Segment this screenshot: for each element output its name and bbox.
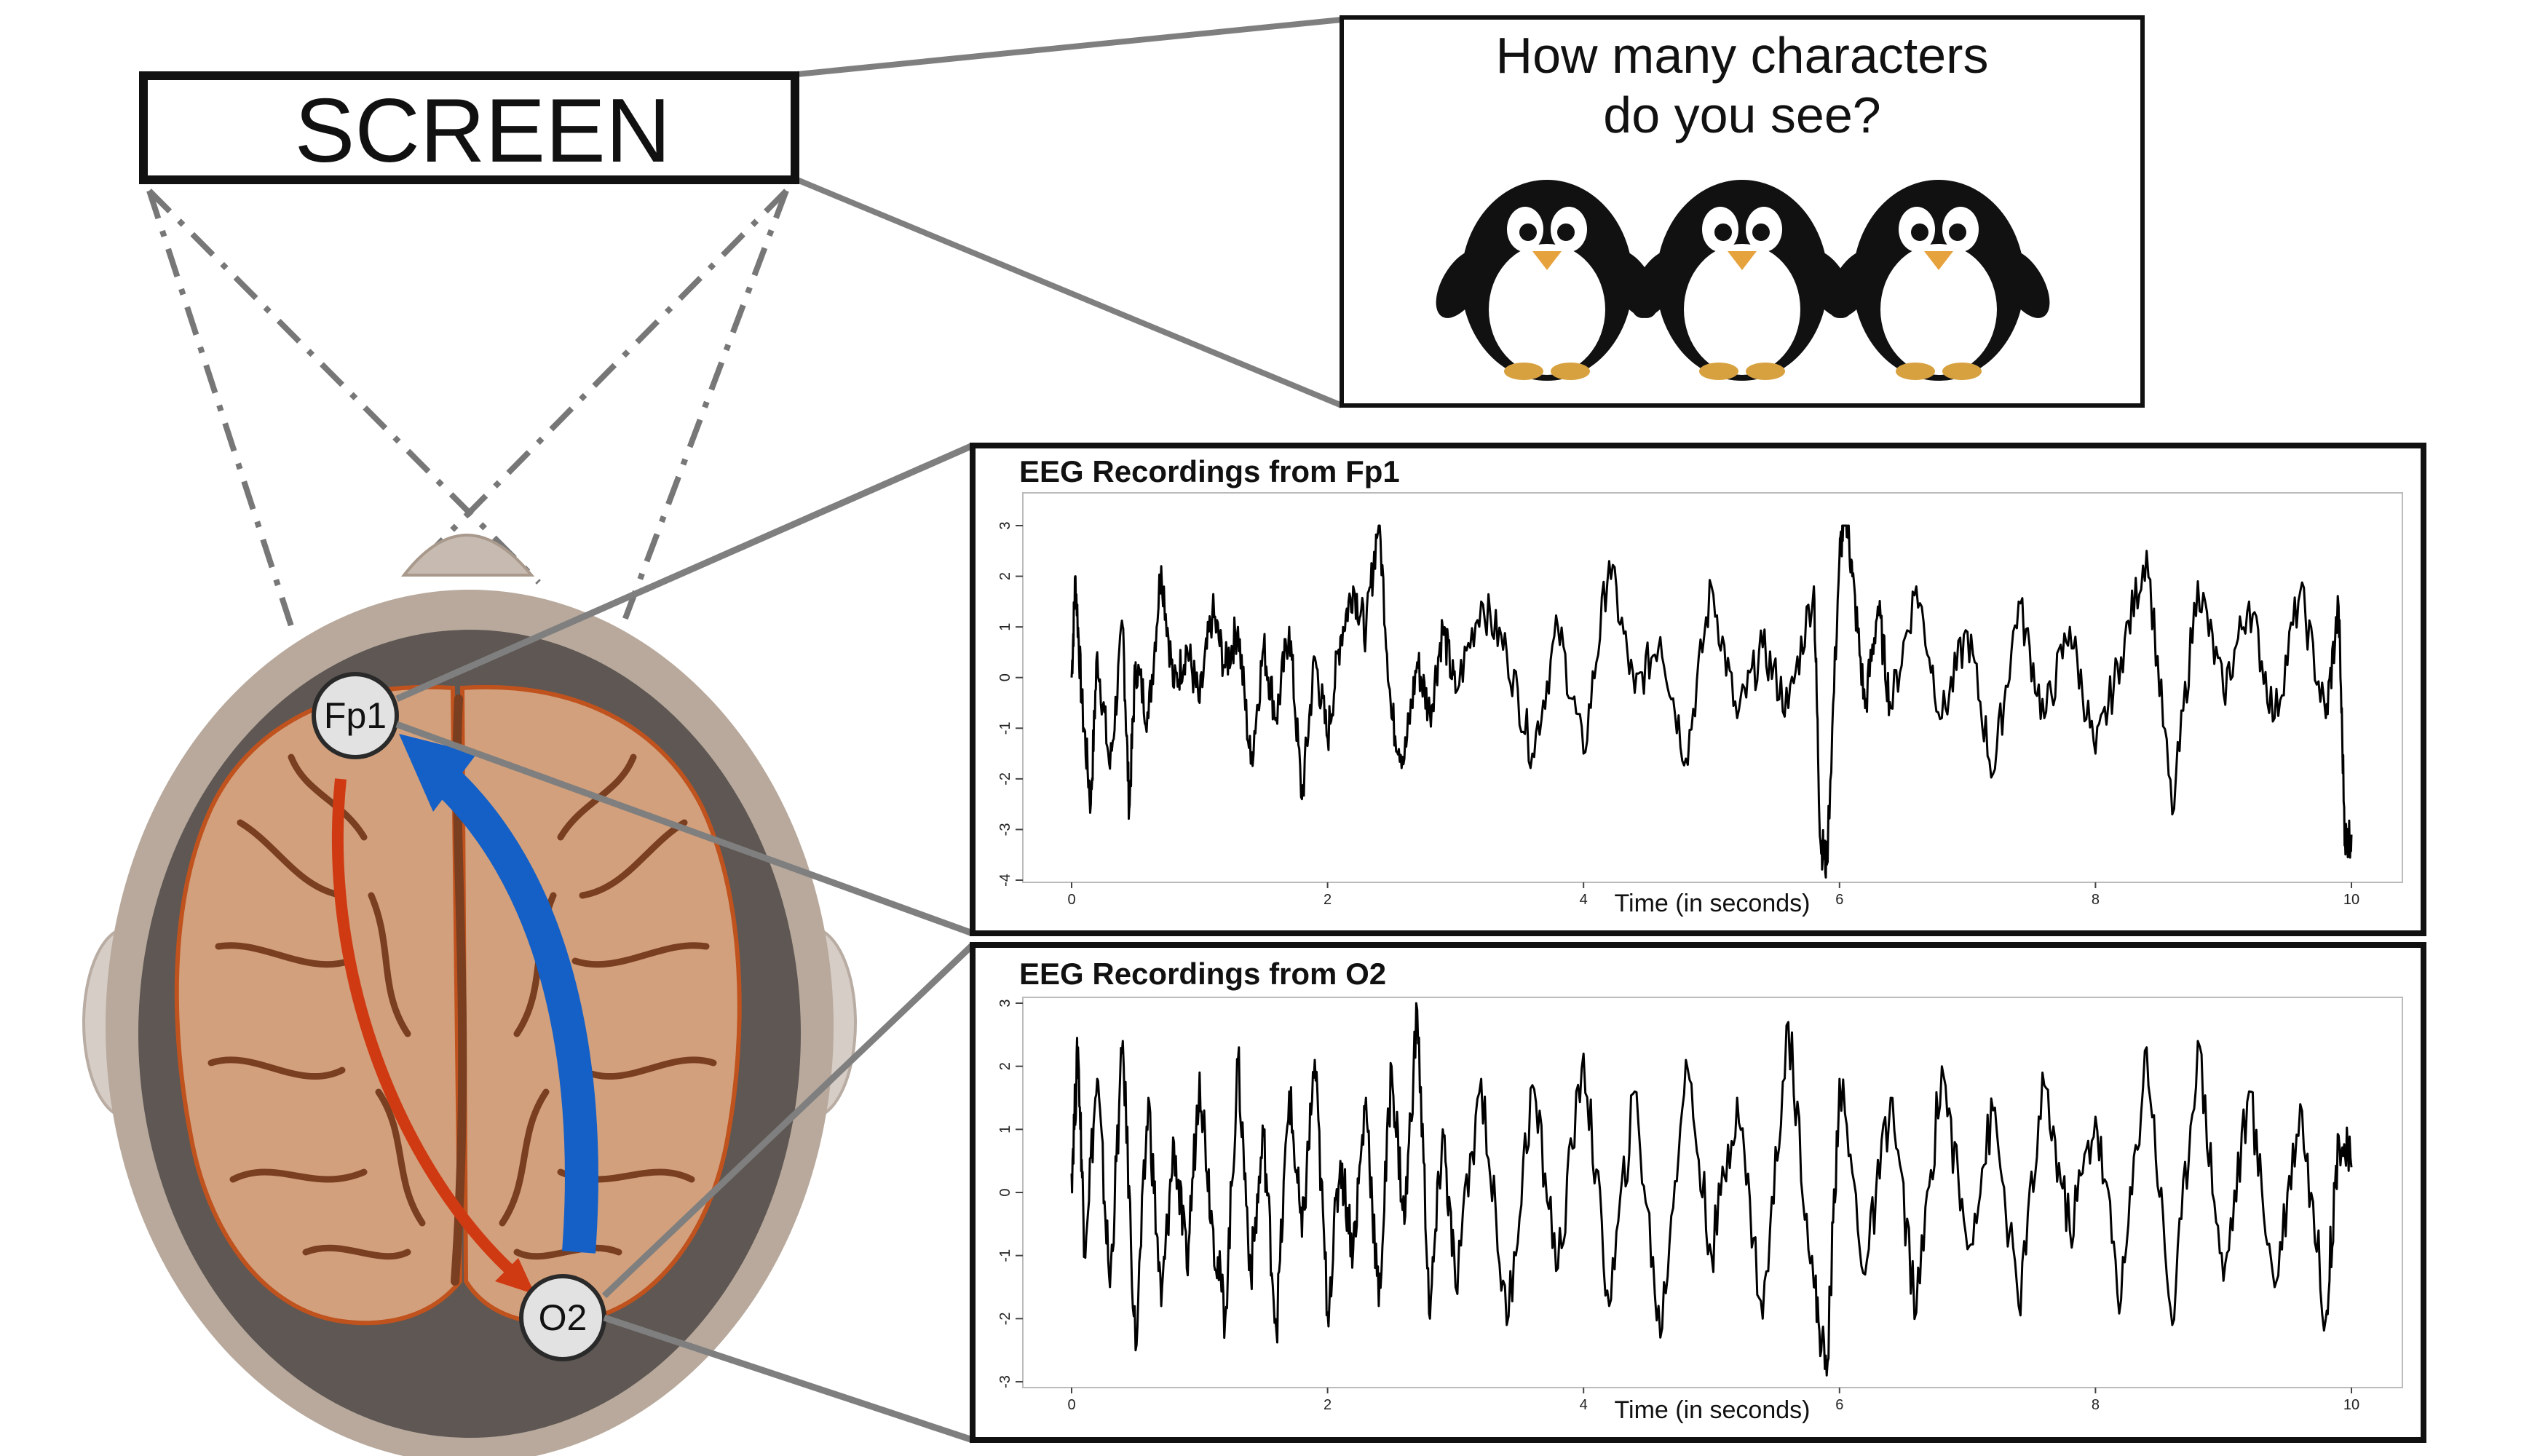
eeg-fp1-xlabel: Time (in seconds) <box>1615 890 1811 917</box>
plot-frame <box>1022 492 2403 883</box>
x-tick-label: 6 <box>1835 1397 1843 1413</box>
gaze-lines <box>146 189 789 628</box>
y-tick-label: -1 <box>997 721 1013 735</box>
x-tick-label: 0 <box>1067 892 1075 908</box>
screen-label: SCREEN <box>295 81 671 181</box>
brain-left-hemisphere <box>174 684 463 1326</box>
x-tick-label: 4 <box>1580 892 1588 908</box>
screen-box: SCREEN <box>139 71 799 184</box>
penguin-icon <box>1631 180 1853 381</box>
x-tick-label: 6 <box>1835 892 1843 908</box>
red-arrowhead <box>495 1258 535 1294</box>
screen-connectors <box>796 17 1343 408</box>
x-tick-label: 10 <box>2343 1397 2359 1413</box>
x-tick-label: 0 <box>1067 1397 1075 1413</box>
blue-arrowhead <box>399 734 477 812</box>
y-tick-label: -2 <box>997 1312 1013 1325</box>
electrode-o2-label: O2 <box>539 1297 587 1338</box>
electrode-o2: O2 <box>519 1274 606 1361</box>
y-tick-label: -1 <box>997 1249 1013 1262</box>
y-tick-label: -3 <box>997 823 1013 836</box>
eeg-o2-xlabel: Time (in seconds) <box>1615 1396 1811 1424</box>
y-tick-label: 1 <box>997 623 1013 631</box>
y-tick-label: 3 <box>997 521 1013 529</box>
y-tick-label: 1 <box>997 1125 1013 1133</box>
nose <box>400 534 535 577</box>
penguin-icon <box>1436 180 1658 381</box>
y-tick-label: 0 <box>997 1188 1013 1196</box>
x-tick-label: 10 <box>2343 892 2359 908</box>
x-tick-label: 4 <box>1580 1397 1588 1413</box>
x-tick-label: 8 <box>2092 1397 2100 1413</box>
x-tick-label: 8 <box>2092 892 2100 908</box>
eeg-fp1-title: EEG Recordings from Fp1 <box>1019 454 1400 488</box>
electrode-fp1: Fp1 <box>312 672 399 759</box>
eeg-connectors <box>395 442 976 1444</box>
penguin-icon <box>1827 180 2050 381</box>
eeg-o2-title: EEG Recordings from O2 <box>1019 957 1386 991</box>
question-line-1: How many characters <box>1496 27 1989 84</box>
y-tick-label: 0 <box>997 673 1013 681</box>
y-tick-label: -2 <box>997 772 1013 786</box>
question-panel: How many characters do you see? <box>1340 15 2145 408</box>
eeg-trace <box>1070 1002 2353 1377</box>
y-tick-label: -4 <box>997 874 1013 887</box>
head-illustration: Fp1 O2 <box>82 534 857 1456</box>
electrode-fp1-label: Fp1 <box>324 695 387 736</box>
x-tick-label: 2 <box>1324 1397 1332 1413</box>
y-tick-label: 2 <box>997 572 1013 580</box>
y-tick-label: 2 <box>997 1062 1013 1070</box>
x-tick-label: 2 <box>1324 892 1332 908</box>
blue-arrow <box>425 759 598 1254</box>
y-tick-label: 3 <box>997 999 1013 1007</box>
question-line-2: do you see? <box>1603 87 1880 143</box>
eeg-trace <box>1070 524 2353 879</box>
y-tick-label: -3 <box>997 1375 1013 1388</box>
penguin-group <box>1436 180 2050 381</box>
red-arrow <box>331 778 523 1282</box>
